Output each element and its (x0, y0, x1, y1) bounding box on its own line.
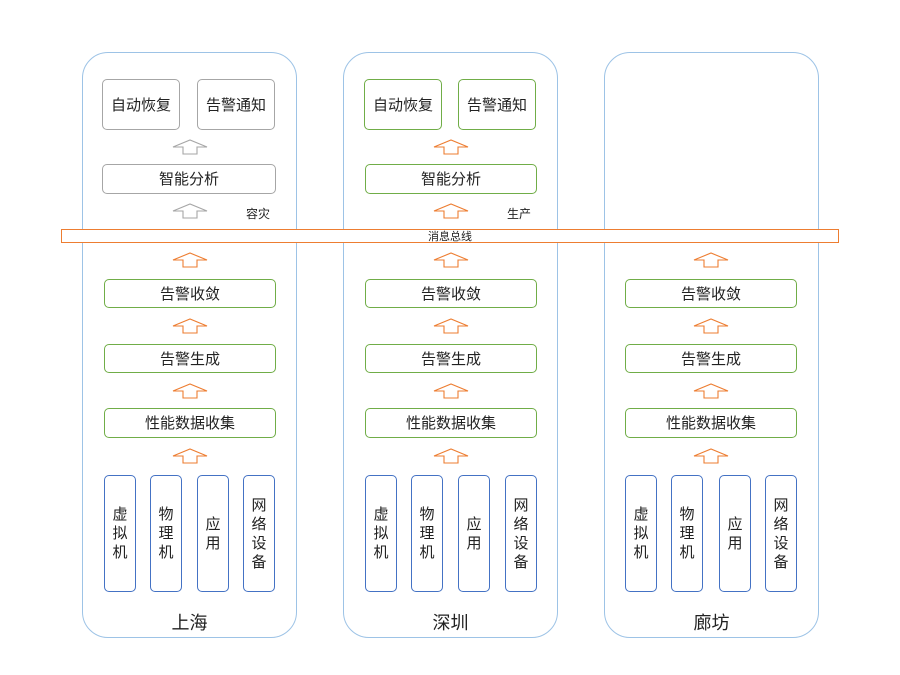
role-tag: 生产 (507, 207, 532, 221)
up-arrow-icon (172, 203, 208, 219)
up-arrow-icon (433, 448, 469, 464)
message-bus-label: 消息总线 (428, 230, 472, 243)
source-vm: 虚拟机 (365, 475, 397, 592)
alert-convergence-box: 告警收敛 (365, 279, 537, 308)
up-arrow-icon (693, 252, 729, 268)
up-arrow-icon (172, 252, 208, 268)
source-vm: 虚拟机 (104, 475, 136, 592)
perf-data-collect-box: 性能数据收集 (104, 408, 276, 438)
perf-data-collect-box: 性能数据收集 (365, 408, 537, 438)
up-arrow-icon (172, 448, 208, 464)
source-app: 应用 (458, 475, 490, 592)
source-app: 应用 (197, 475, 229, 592)
message-bus: 消息总线 (61, 229, 839, 243)
smart-analysis-box: 智能分析 (365, 164, 537, 194)
city-label: 上海 (171, 613, 208, 634)
alert-notify-box: 告警通知 (458, 79, 536, 130)
up-arrow-icon (433, 139, 469, 155)
alert-convergence-label: 告警收敛 (159, 284, 220, 303)
source-network: 网络设备 (243, 475, 275, 592)
auto-recovery-label: 自动恢复 (372, 95, 433, 114)
auto-recovery-box: 自动恢复 (364, 79, 442, 130)
source-physical: 物理机 (150, 475, 182, 592)
alert-convergence-label: 告警收敛 (680, 284, 741, 303)
alert-generation-label: 告警生成 (680, 349, 741, 368)
up-arrow-icon (693, 448, 729, 464)
role-tag: 容灾 (246, 207, 271, 221)
up-arrow-icon (693, 383, 729, 399)
perf-data-collect-label: 性能数据收集 (405, 414, 496, 432)
alert-notify-label: 告警通知 (205, 95, 266, 114)
up-arrow-icon (693, 318, 729, 334)
alert-convergence-box: 告警收敛 (104, 279, 276, 308)
up-arrow-icon (172, 383, 208, 399)
up-arrow-icon (172, 139, 208, 155)
smart-analysis-box: 智能分析 (102, 164, 276, 194)
perf-data-collect-box: 性能数据收集 (625, 408, 797, 438)
auto-recovery-box: 自动恢复 (102, 79, 180, 130)
perf-data-collect-label: 性能数据收集 (144, 414, 235, 432)
city-label: 廊坊 (693, 613, 730, 634)
alert-generation-box: 告警生成 (104, 344, 276, 373)
alert-notify-box: 告警通知 (197, 79, 275, 130)
auto-recovery-label: 自动恢复 (110, 95, 171, 114)
alert-generation-label: 告警生成 (420, 349, 481, 368)
up-arrow-icon (433, 383, 469, 399)
alert-convergence-label: 告警收敛 (420, 284, 481, 303)
alert-generation-label: 告警生成 (159, 349, 220, 368)
source-physical: 物理机 (671, 475, 703, 592)
source-app: 应用 (719, 475, 751, 592)
up-arrow-icon (433, 252, 469, 268)
alert-generation-box: 告警生成 (365, 344, 537, 373)
alert-generation-box: 告警生成 (625, 344, 797, 373)
alert-notify-label: 告警通知 (466, 95, 527, 114)
smart-analysis-label: 智能分析 (420, 170, 481, 188)
perf-data-collect-label: 性能数据收集 (665, 414, 756, 432)
alert-convergence-box: 告警收敛 (625, 279, 797, 308)
source-vm: 虚拟机 (625, 475, 657, 592)
up-arrow-icon (433, 203, 469, 219)
source-network: 网络设备 (505, 475, 537, 592)
smart-analysis-label: 智能分析 (158, 170, 219, 188)
source-physical: 物理机 (411, 475, 443, 592)
source-network: 网络设备 (765, 475, 797, 592)
up-arrow-icon (172, 318, 208, 334)
city-label: 深圳 (432, 613, 469, 634)
up-arrow-icon (433, 318, 469, 334)
